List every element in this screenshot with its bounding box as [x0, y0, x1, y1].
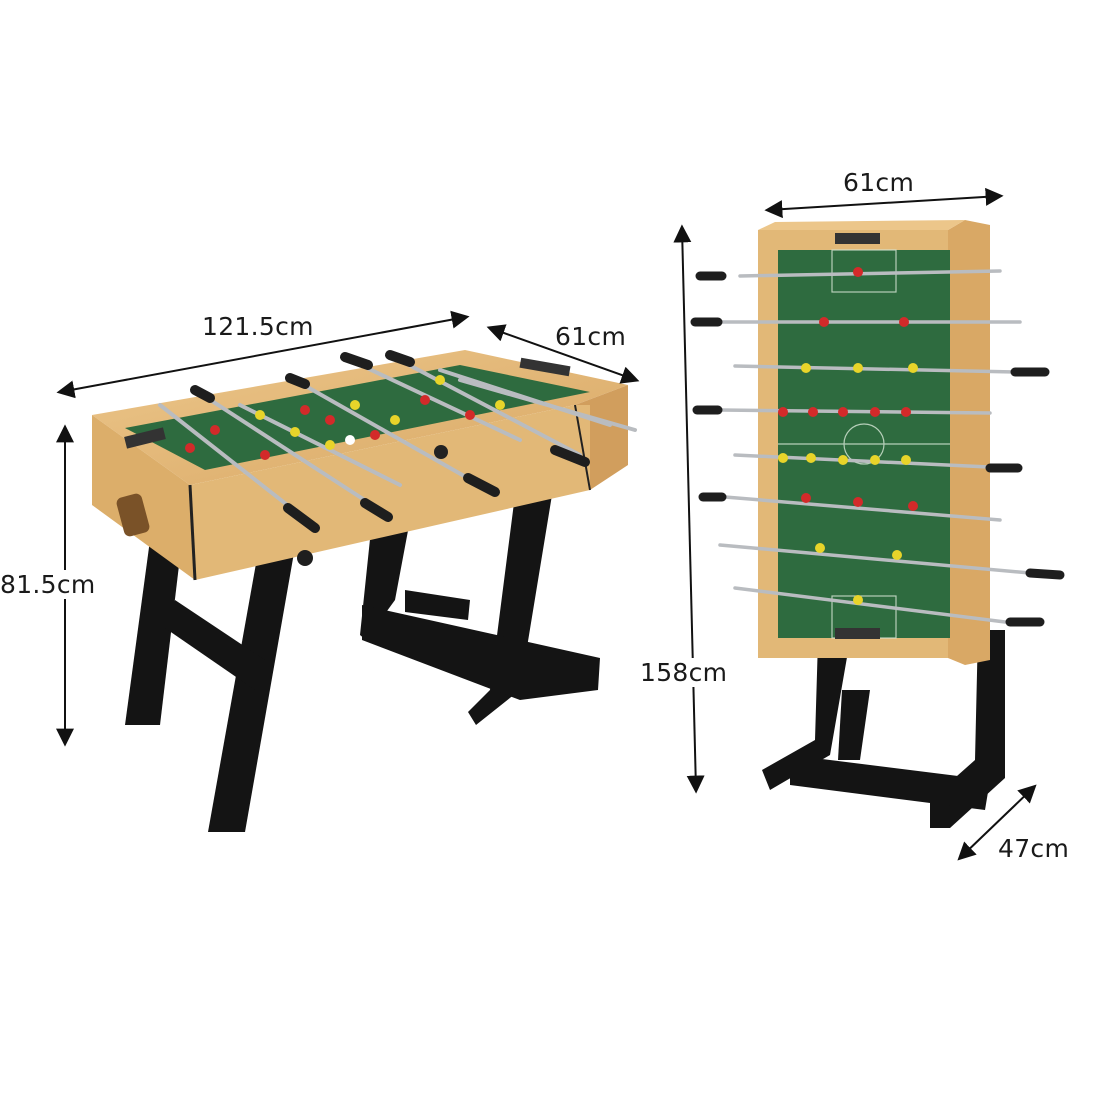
length-label-tilted: 121.5cm [202, 312, 314, 341]
tilted-table-legs [125, 495, 600, 832]
height-label-tilted: 81.5cm [0, 570, 96, 599]
height-label-upright: 158cm [640, 658, 728, 687]
tilted-foosball-table [92, 350, 637, 832]
upright-table-legs [762, 630, 1005, 828]
upright-rods [690, 267, 1065, 627]
width-label-tilted: 61cm [555, 322, 627, 351]
upright-dimension-arrows [673, 187, 1037, 861]
upright-foosball-table [690, 220, 1065, 828]
width-label-upright: 61cm [843, 168, 915, 197]
depth-label-upright: 47cm [998, 834, 1070, 863]
